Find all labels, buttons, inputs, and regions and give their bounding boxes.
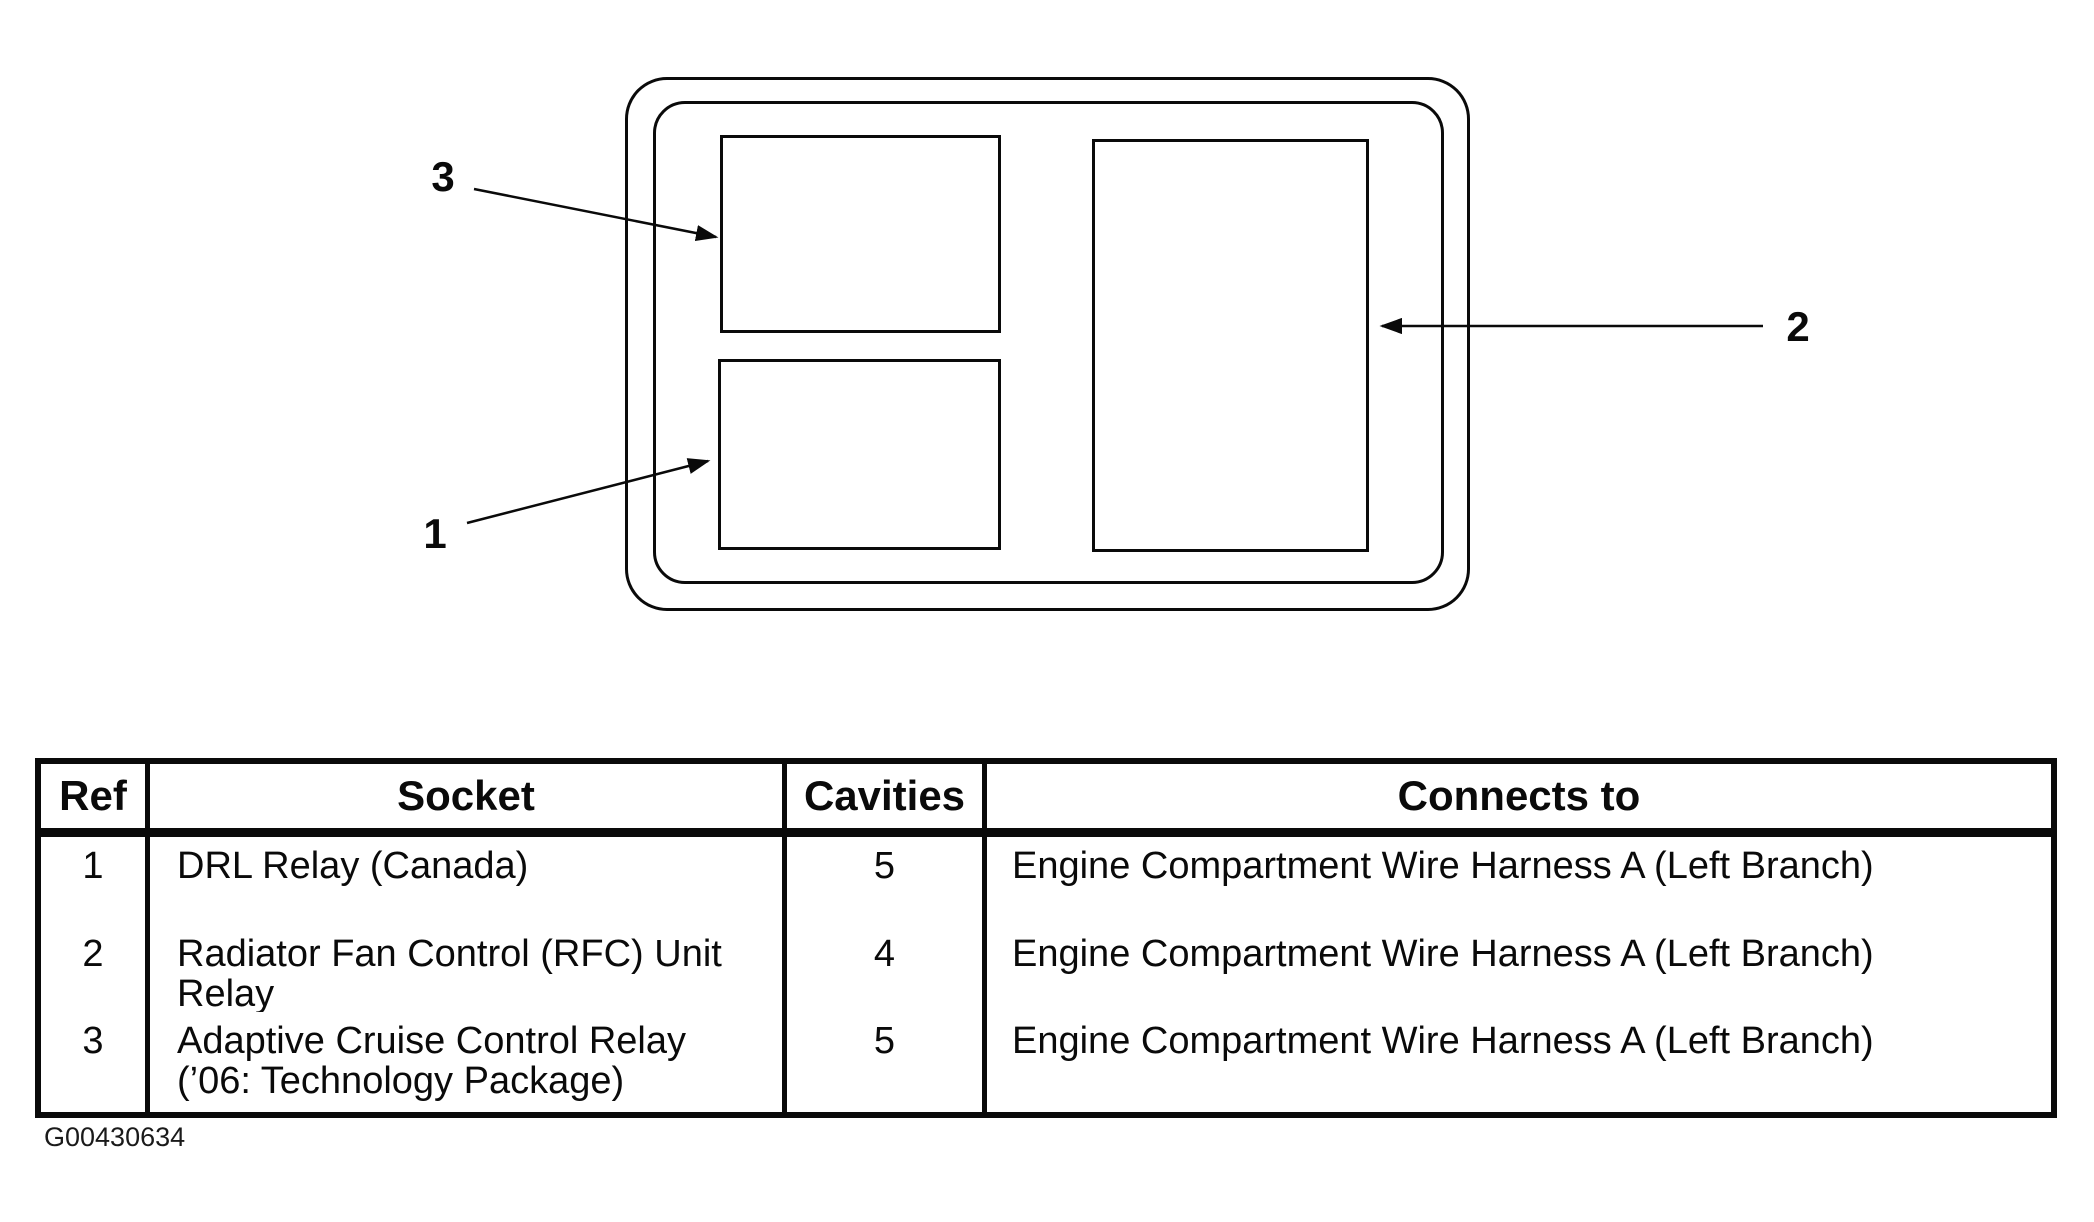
socket-text-line1: Adaptive Cruise Control Relay [177, 1020, 687, 1062]
table-row-1-socket: DRL Relay (Canada) [150, 837, 787, 925]
table-row-2-ref: 2 [41, 925, 150, 1012]
table-row-1-cavities: 5 [787, 837, 987, 925]
socket-text-line2: (’06: Technology Package) [177, 1060, 625, 1102]
table-header-connects-to: Connects to [987, 764, 2051, 837]
table-row-2-connects-to: Engine Compartment Wire Harness A (Left … [1012, 933, 1874, 975]
callout-label-2: 2 [1786, 303, 1810, 350]
table-row-3-ref: 3 [41, 1012, 150, 1112]
socket-text-line2: Relay [177, 973, 275, 1012]
table-header-cavities: Cavities [787, 764, 987, 837]
socket-reference-table: Ref Socket Cavities Connects to 1 DRL Re… [35, 758, 2057, 1118]
table-header-ref: Ref [41, 764, 150, 837]
table-row-2-cavities: 4 [787, 925, 987, 1012]
socket-text-line1: Radiator Fan Control (RFC) Unit [177, 933, 722, 975]
callout-label-3: 3 [431, 153, 455, 200]
socket-slot-1 [718, 359, 1001, 550]
figure-code: G00430634 [44, 1122, 186, 1152]
relay-box-outer-outline [625, 77, 1470, 611]
socket-text-line1: DRL Relay (Canada) [177, 845, 529, 887]
table-row-3-connects-to: Engine Compartment Wire Harness A (Left … [1012, 1020, 1874, 1062]
table-row-1-connects-to: Engine Compartment Wire Harness A (Left … [1012, 845, 1874, 887]
callout-label-1: 1 [423, 510, 447, 557]
table-row-3-socket: Adaptive Cruise Control Relay(’06: Techn… [150, 1012, 787, 1112]
socket-slot-2 [1092, 139, 1369, 552]
table-row-3-cavities: 5 [787, 1012, 987, 1112]
relay-box-inner-outline [653, 101, 1444, 584]
table-header-socket: Socket [150, 764, 787, 837]
socket-slot-3 [720, 135, 1001, 333]
table-row-1-ref: 1 [41, 837, 150, 925]
